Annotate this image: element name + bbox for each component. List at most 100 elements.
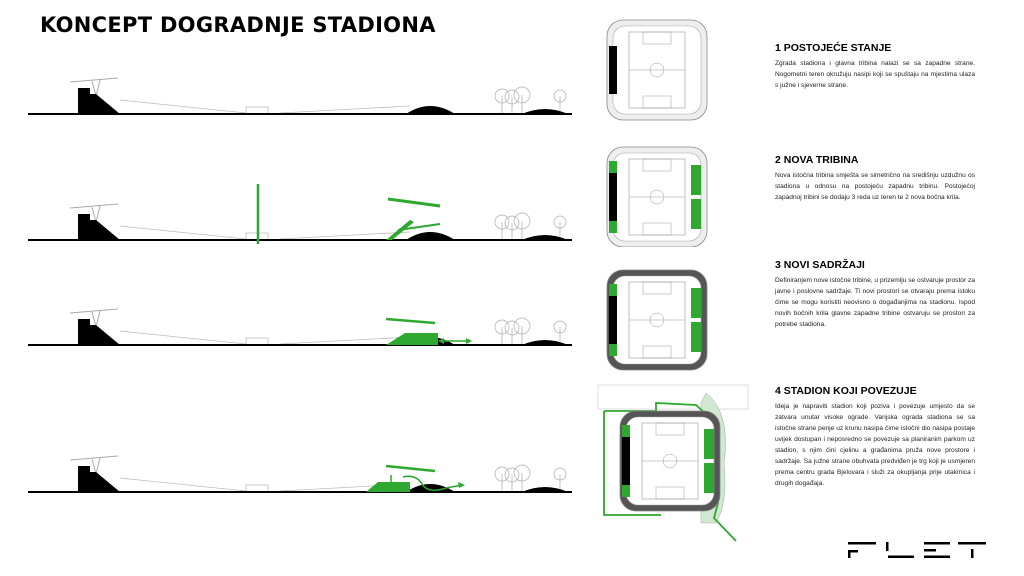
tree-icon: [504, 320, 520, 336]
new-content-green: [385, 317, 472, 345]
tree-icon: [553, 320, 567, 334]
west-wing-south: [622, 485, 630, 497]
tree-icon: [504, 467, 520, 483]
roof-support: [91, 79, 101, 98]
west-wing-north: [622, 425, 630, 437]
penalty-area-south: [642, 222, 672, 236]
small-mound: [522, 235, 568, 240]
surrounding-buildings: [597, 384, 749, 410]
tree-icon: [553, 89, 567, 103]
section-new-content: [28, 308, 572, 346]
step-text: Definiranjem nove istočne tribine, u pri…: [775, 277, 975, 328]
step-1: 1 POSTOJEĆE STANJE Zgrada stadiona i gla…: [775, 42, 975, 91]
tree-icon: [504, 89, 520, 105]
tree-icon: [553, 215, 567, 229]
east-mound: [406, 106, 455, 114]
stand-roof: [69, 455, 119, 461]
tree-icon: [513, 464, 531, 482]
goal: [245, 484, 269, 493]
west-stand: [609, 46, 617, 94]
penalty-area-north: [642, 158, 672, 172]
east-mound: [406, 484, 455, 492]
section-connecting: [28, 455, 572, 493]
small-mound: [522, 340, 568, 345]
tree-icon: [494, 88, 510, 104]
tree-icon: [494, 466, 510, 482]
east-mound: [406, 232, 455, 240]
center-circle: [649, 62, 665, 78]
embankment-west: [119, 99, 247, 114]
step-text: Nova istočna tribina smješta se simetrič…: [775, 172, 975, 201]
embankment-east: [279, 231, 411, 240]
west-wing-south: [609, 344, 617, 356]
step-heading: 3 NOVI SADRŽAJI: [775, 259, 865, 271]
tree-icon: [494, 214, 510, 230]
west-wing-north: [609, 161, 617, 173]
roof-support: [91, 205, 101, 224]
tree-icon: [513, 317, 531, 335]
small-mound: [522, 109, 568, 114]
center-circle: [649, 312, 665, 328]
stadium-plan: [606, 269, 708, 371]
step-heading: 1 POSTOJEĆE STANJE: [775, 42, 892, 54]
west-stand: [78, 466, 120, 492]
embankment-east: [279, 105, 411, 114]
penalty-area-north: [655, 422, 685, 436]
section-base: [28, 77, 572, 115]
new-stand-green: [256, 184, 441, 244]
east-stand-north: [691, 165, 701, 195]
goal: [245, 337, 269, 346]
stand-roof: [69, 308, 119, 314]
tree-icon: [513, 212, 531, 230]
step-3: 3 NOVI SADRŽAJI Definiranjem nove istočn…: [775, 259, 975, 330]
center-circle: [662, 453, 678, 469]
roof-support: [91, 310, 101, 329]
stand-roof: [69, 77, 119, 83]
east-stand-north: [691, 288, 701, 318]
embankment-east: [279, 336, 411, 345]
connecting-green: [366, 464, 465, 492]
east-stand-south: [704, 463, 714, 493]
west-wing-south: [609, 221, 617, 233]
section-existing: [28, 77, 572, 115]
penalty-area-south: [655, 486, 685, 500]
section-base: [28, 203, 572, 241]
plan-new-content: [606, 269, 708, 371]
plan-connecting: [597, 384, 749, 542]
stand-roof: [69, 203, 119, 209]
west-stand: [78, 214, 120, 240]
penalty-area-south: [642, 95, 672, 109]
section-base: [28, 455, 572, 493]
flet-logo: [848, 542, 986, 558]
tree-icon: [513, 86, 531, 104]
roof-support: [91, 457, 101, 476]
step-2: 2 NOVA TRIBINA Nova istočna tribina smje…: [775, 154, 975, 203]
west-stand: [78, 88, 120, 114]
tree-icon: [494, 319, 510, 335]
east-stand-south: [691, 322, 701, 352]
section-new-stand: [28, 184, 572, 244]
step-4: 4 STADION KOJI POVEZUJE Ideja je napravi…: [775, 385, 975, 489]
east-stand-north: [704, 429, 714, 459]
west-stand: [609, 296, 617, 344]
stadium-plan: [606, 19, 708, 121]
west-stand: [78, 319, 120, 345]
plan-new-stand: [606, 146, 708, 247]
step-heading: 4 STADION KOJI POVEZUJE: [775, 385, 917, 397]
west-stand: [622, 437, 630, 485]
west-wing-north: [609, 284, 617, 296]
center-circle: [649, 189, 665, 205]
penalty-area-north: [642, 281, 672, 295]
penalty-area-north: [642, 31, 672, 45]
tree-icon: [553, 467, 567, 481]
step-heading: 2 NOVA TRIBINA: [775, 154, 859, 166]
step-text: Ideja je napraviti stadion koji poziva i…: [775, 403, 975, 487]
tree-icon: [504, 215, 520, 231]
page-title: KONCEPT DOGRADNJE STADIONA: [40, 13, 436, 37]
step-text: Zgrada stadiona i glavna tribina nalazi …: [775, 60, 975, 89]
section-base: [28, 308, 572, 346]
stadium-plan: [606, 146, 708, 247]
embankment-west: [119, 330, 247, 345]
penalty-area-south: [642, 345, 672, 359]
west-stand: [609, 173, 617, 221]
